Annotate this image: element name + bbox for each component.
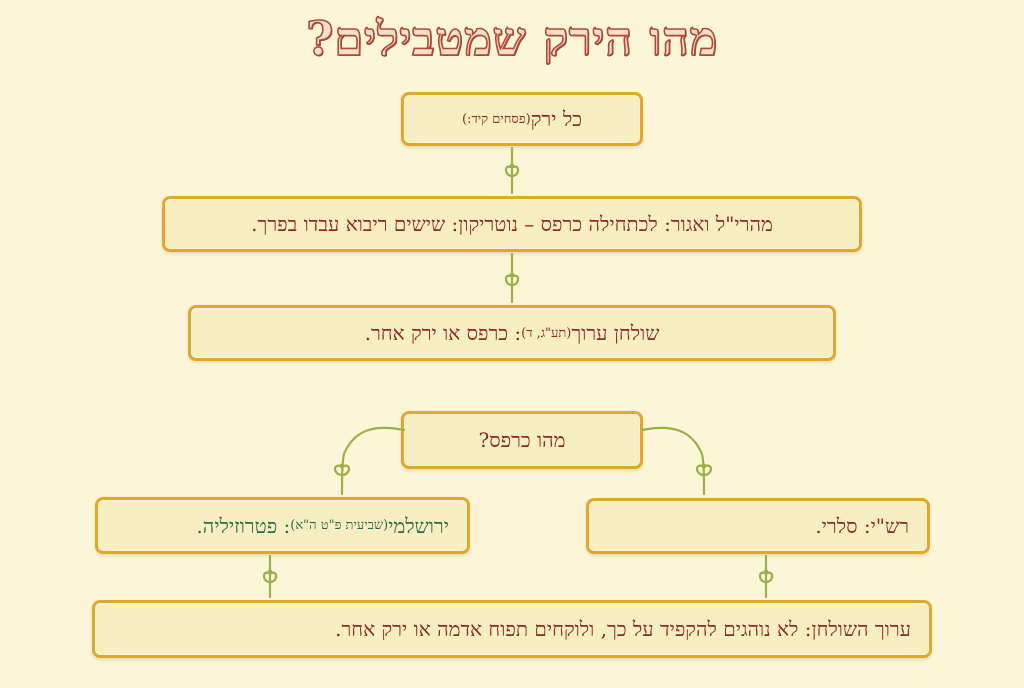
node-yerushalmi-source: (שביעית פ"ט ה"א) (290, 518, 389, 534)
fleur-connector-icon (504, 146, 520, 195)
node-maharil-text: מהרי"ל ואגור: לכתחילה כרפס – נוטריקון: ש… (251, 212, 773, 236)
node-shulchan-aruch: שולחן ערוך (תע"ג, ד) : כרפס או ירק אחר. (188, 305, 836, 361)
page-title: מהו הירק שמטבילים? (305, 12, 718, 67)
node-rashi: רש"י: סלרי. (586, 498, 930, 554)
node-any-vegetable-text: כל ירק (530, 107, 582, 131)
fleur-connector-icon (262, 554, 278, 599)
node-rashi-text: רש"י: סלרי. (815, 514, 909, 538)
node-aruch-hashulchan: ערוך השולחן: לא נוהגים להקפיד על כך, ולו… (92, 600, 932, 658)
node-what-is-karpas-text: מהו כרפס? (478, 428, 566, 452)
node-maharil: מהרי"ל ואגור: לכתחילה כרפס – נוטריקון: ש… (162, 196, 862, 252)
node-what-is-karpas: מהו כרפס? (401, 411, 643, 469)
node-aruch-hashulchan-text: ערוך השולחן: לא נוהגים להקפיד על כך, ולו… (335, 617, 911, 641)
node-yerushalmi-prefix: ירושלמי (388, 513, 449, 538)
fleur-connector-icon (504, 252, 520, 304)
node-any-vegetable-source: (פסחים קיד:) (462, 111, 531, 127)
curved-fleur-connector-icon (333, 426, 406, 496)
node-shulchan-aruch-source: (תע"ג, ד) (521, 325, 572, 341)
node-shulchan-aruch-suffix: : כרפס או ירק אחר. (364, 321, 522, 345)
node-yerushalmi-suffix: : פטרוזיליה. (196, 513, 291, 538)
fleur-connector-icon (758, 554, 774, 599)
node-any-vegetable: כל ירק (פסחים קיד:) (401, 92, 643, 146)
curved-fleur-connector-icon (640, 426, 713, 496)
node-shulchan-aruch-prefix: שולחן ערוך (571, 321, 660, 345)
node-yerushalmi: ירושלמי (שביעית פ"ט ה"א) : פטרוזיליה. (95, 497, 470, 554)
